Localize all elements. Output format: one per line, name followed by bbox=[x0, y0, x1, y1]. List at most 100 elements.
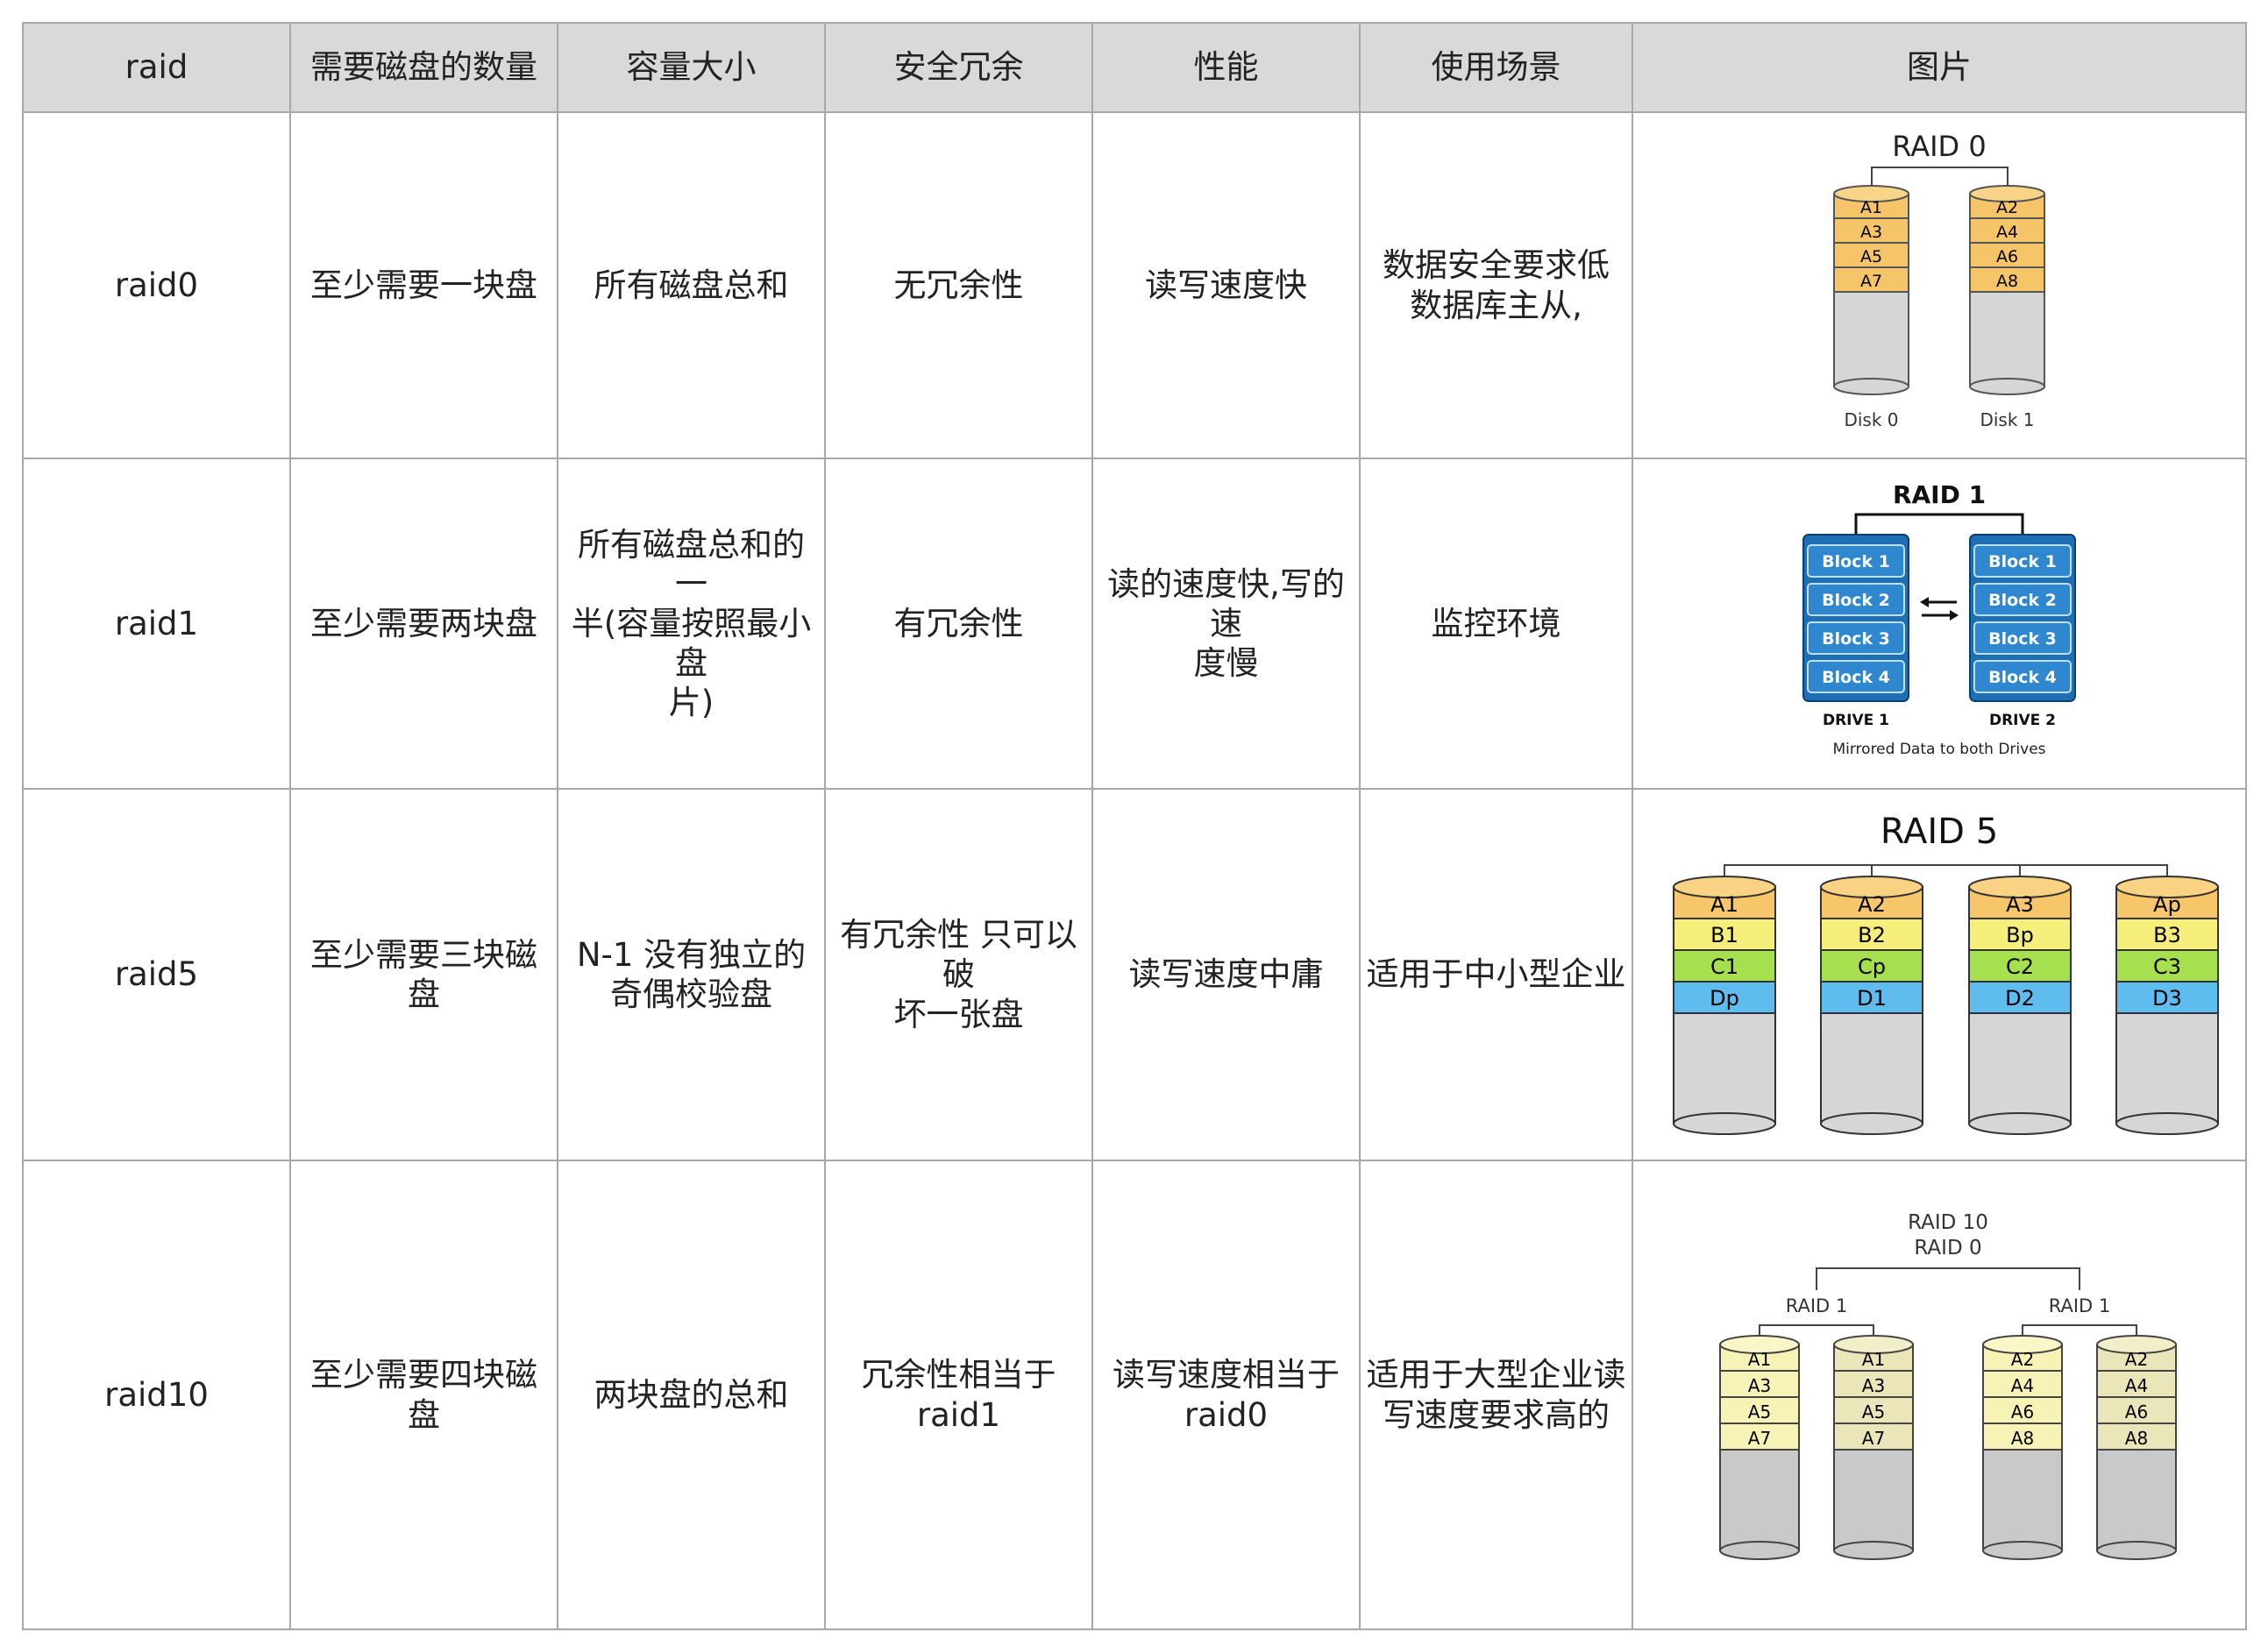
raid5-block-label: B3 bbox=[2153, 923, 2181, 947]
table-row: raid5 至少需要三块磁盘 N-1 没有独立的 奇偶校验盘 有冗余性 只可以破… bbox=[22, 788, 2247, 1161]
cell-raid: raid10 bbox=[22, 1160, 291, 1630]
raid1-block bbox=[1807, 659, 1905, 693]
redundancy-line: 有冗余性 只可以破 bbox=[840, 916, 1077, 994]
raid0-block-label: A6 bbox=[1996, 247, 2018, 266]
cell-scenario: 监控环境 bbox=[1359, 458, 1633, 790]
raid5-block bbox=[1968, 949, 2072, 983]
raid5-disk-3: A3 Bp C2 D2 bbox=[1968, 876, 2072, 1135]
raid0-disk-1-label: Disk 1 bbox=[1980, 409, 2034, 430]
performance-line: 读的速度快,写的速 bbox=[1107, 564, 1345, 642]
cell-performance: 读写速度相当于 raid0 bbox=[1091, 1160, 1361, 1630]
header-scenario: 使用场景 bbox=[1359, 22, 1633, 113]
cell-image: RAID 0 A1 A3 A5 A7 bbox=[1632, 111, 2247, 459]
raid10-block-label: A2 bbox=[2011, 1349, 2034, 1370]
raid0-block-label: A4 bbox=[1996, 223, 2018, 242]
raid10-diagram: RAID 10 RAID 0 RAID 1 RAID 1 bbox=[1719, 1211, 2177, 1560]
raid10-block-label: A8 bbox=[2125, 1428, 2148, 1449]
raid10-disk-4: A2 A4 A6 A8 bbox=[2096, 1334, 2177, 1560]
cell-image: RAID 5 A1 B1 C1 bbox=[1632, 788, 2247, 1161]
raid1-caption: Mirrored Data to both Drives bbox=[1832, 741, 2045, 758]
raid10-group-right-label: RAID 1 bbox=[2049, 1295, 2111, 1316]
table-row: raid10 至少需要四块磁盘 两块盘的总和 冗余性相当于raid1 读写速度相… bbox=[22, 1160, 2247, 1630]
raid10-block-label: A6 bbox=[2125, 1401, 2148, 1423]
raid1-block-label: Block 2 bbox=[1822, 591, 1890, 610]
raid0-block-label: A7 bbox=[1860, 272, 1882, 291]
raid5-title: RAID 5 bbox=[1881, 812, 1998, 852]
cell-raid: raid0 bbox=[22, 111, 291, 459]
header-capacity: 容量大小 bbox=[557, 22, 826, 113]
raid5-block bbox=[1968, 981, 2072, 1014]
raid5-block-label: A3 bbox=[2006, 892, 2034, 917]
cell-image: RAID 1 Block 1 Block 2 Block 3 Block 4 bbox=[1632, 458, 2247, 790]
table-row: raid1 至少需要两块盘 所有磁盘总和的一 半(容量按照最小盘 片) 有冗余性… bbox=[22, 458, 2247, 790]
raid10-disk-2: A1 A3 A5 A7 bbox=[1833, 1334, 1914, 1560]
raid-comparison-table: raid 需要磁盘的数量 容量大小 安全冗余 性能 使用场景 图片 raid0 … bbox=[22, 22, 2247, 1630]
cell-capacity: N-1 没有独立的 奇偶校验盘 bbox=[557, 788, 826, 1161]
raid5-disk-2: A2 B2 Cp D1 bbox=[1820, 876, 1923, 1135]
cell-disks: 至少需要四块磁盘 bbox=[289, 1160, 558, 1630]
raid5-block-label: Dp bbox=[1710, 986, 1739, 1011]
raid5-block-label: C3 bbox=[2153, 954, 2181, 979]
raid5-block bbox=[1673, 949, 1776, 983]
cell-redundancy: 冗余性相当于raid1 bbox=[824, 1160, 1093, 1630]
cell-disks: 至少需要三块磁盘 bbox=[289, 788, 558, 1161]
raid5-block-label: D3 bbox=[2152, 986, 2182, 1011]
raid0-diagram: RAID 0 A1 A3 A5 A7 bbox=[1833, 130, 2045, 430]
raid1-block bbox=[1807, 543, 1905, 578]
raid10-block-label: A5 bbox=[1748, 1401, 1771, 1423]
raid5-block bbox=[1673, 981, 1776, 1014]
raid5-block-label: D2 bbox=[2005, 986, 2035, 1011]
raid10-block-label: A3 bbox=[1862, 1375, 1885, 1396]
cell-performance: 读的速度快,写的速 度慢 bbox=[1091, 458, 1361, 790]
raid0-title: RAID 0 bbox=[1892, 130, 1986, 163]
header-raid: raid bbox=[22, 22, 291, 113]
raid5-block-label: B2 bbox=[1858, 923, 1886, 947]
raid10-block-label: A7 bbox=[1862, 1428, 1885, 1449]
raid1-block bbox=[1807, 582, 1905, 616]
raid5-block bbox=[1820, 949, 1923, 983]
raid5-block-label: A2 bbox=[1858, 892, 1886, 917]
capacity-line: 半(容量按照最小盘 bbox=[571, 604, 812, 683]
raid1-block-label: Block 3 bbox=[1822, 629, 1890, 649]
performance-line: raid0 bbox=[1184, 1395, 1269, 1434]
raid10-block-label: A5 bbox=[1862, 1401, 1885, 1423]
raid5-block-label: Bp bbox=[2006, 923, 2034, 947]
raid10-top-connector bbox=[1816, 1266, 2080, 1290]
scenario-line: 写速度要求高的 bbox=[1383, 1395, 1610, 1434]
raid1-block bbox=[1973, 543, 2072, 578]
raid10-block-label: A1 bbox=[1862, 1349, 1885, 1370]
raid10-block-label: A3 bbox=[1748, 1375, 1771, 1396]
raid1-block-label: Block 1 bbox=[1822, 552, 1890, 571]
raid1-block-label: Block 2 bbox=[1988, 591, 2057, 610]
raid5-block-label: Cp bbox=[1858, 954, 1886, 979]
raid1-drive-2: Block 1 Block 2 Block 3 Block 4 bbox=[1969, 533, 2076, 702]
mirror-arrows-icon bbox=[1920, 596, 1959, 621]
cell-capacity: 所有磁盘总和的一 半(容量按照最小盘 片) bbox=[557, 458, 826, 790]
raid5-block-label: C2 bbox=[2006, 954, 2034, 979]
raid5-connector bbox=[1724, 864, 2168, 885]
capacity-line: 片) bbox=[668, 684, 715, 722]
raid5-block bbox=[2115, 981, 2219, 1014]
cell-image: RAID 10 RAID 0 RAID 1 RAID 1 bbox=[1632, 1160, 2247, 1630]
raid10-block-label: A6 bbox=[2011, 1401, 2034, 1423]
raid10-title: RAID 10 bbox=[1908, 1211, 1988, 1234]
raid10-block-label: A4 bbox=[2011, 1375, 2034, 1396]
capacity-line: 所有磁盘总和的一 bbox=[578, 525, 805, 603]
raid5-diagram: RAID 5 A1 B1 C1 bbox=[1673, 812, 2219, 1135]
raid10-left-connector bbox=[1759, 1323, 1874, 1343]
cell-scenario: 数据安全要求低 数据库主从, bbox=[1359, 111, 1633, 459]
cell-performance: 读写速度快 bbox=[1091, 111, 1361, 459]
raid1-diagram: RAID 1 Block 1 Block 2 Block 3 Block 4 bbox=[1802, 480, 2076, 758]
scenario-line: 数据安全要求低 bbox=[1383, 246, 1610, 285]
cell-redundancy: 无冗余性 bbox=[824, 111, 1093, 459]
raid5-block-label: D1 bbox=[1857, 986, 1887, 1011]
redundancy-line: 坏一张盘 bbox=[893, 995, 1024, 1033]
raid5-block-label: B1 bbox=[1710, 923, 1738, 947]
raid10-right-connector bbox=[2022, 1323, 2137, 1343]
cell-raid: raid5 bbox=[22, 788, 291, 1161]
header-disk-count: 需要磁盘的数量 bbox=[289, 22, 558, 113]
header-redundancy: 安全冗余 bbox=[824, 22, 1093, 113]
raid5-disk-1: A1 B1 C1 Dp bbox=[1673, 876, 1776, 1135]
raid10-block-label: A8 bbox=[2011, 1428, 2034, 1449]
raid1-connector bbox=[1854, 513, 2024, 535]
